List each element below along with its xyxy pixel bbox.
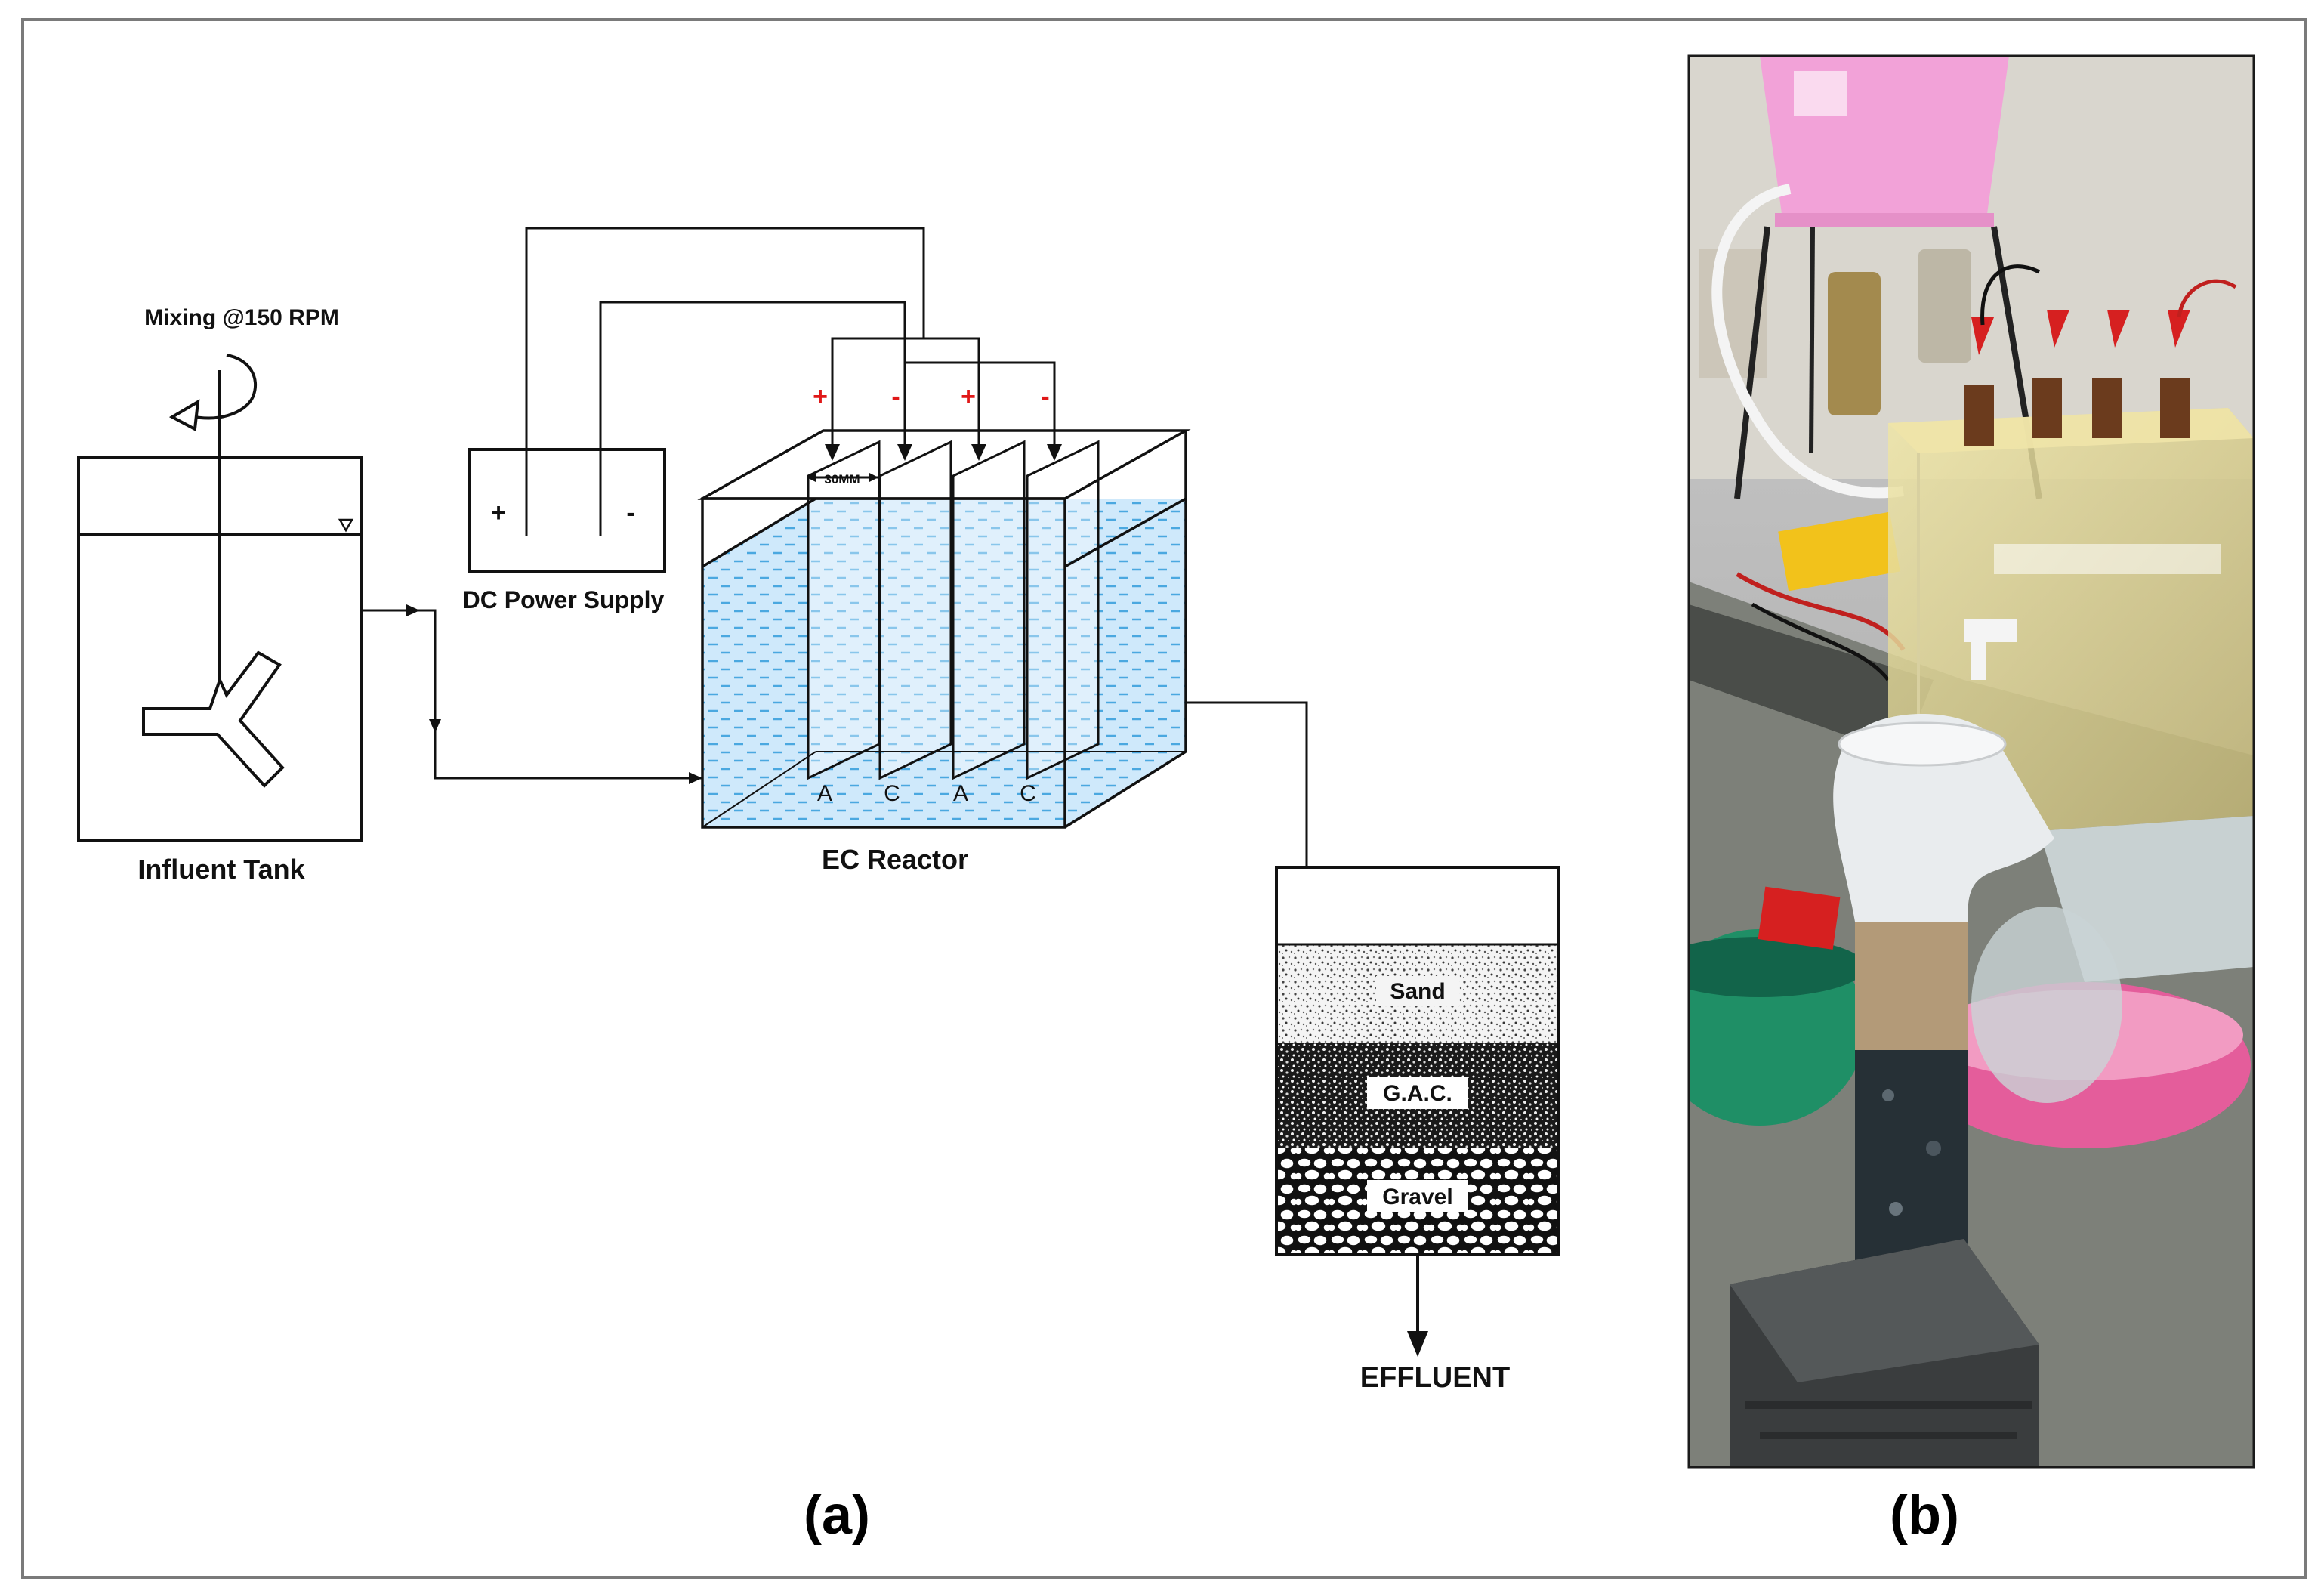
bottle-icon [1828, 272, 1881, 415]
sand-label-bg [1376, 976, 1459, 1006]
rotation-arrow-icon [188, 354, 258, 420]
dc-minus-terminal: - [626, 499, 634, 527]
multimeter-icon [1778, 511, 1900, 592]
electrode-label: A [953, 781, 968, 806]
panel-a-schematic: Mixing @150 RPM Influent Tank + - DC Pow… [77, 227, 1560, 1546]
photo-illustration [1689, 56, 2254, 1467]
filter-column: Sand G.A.C. Gravel [1275, 866, 1560, 1256]
dc-power-supply: + - [468, 448, 666, 573]
ec-reactor: 30MM A C A C [697, 429, 1191, 829]
electrode-label: C [1020, 781, 1036, 806]
electrode-label: C [884, 781, 900, 806]
reactor-outline [697, 429, 1191, 829]
bottle-icon [1918, 249, 1971, 363]
feed-tube [1711, 184, 1904, 499]
gac-label: G.A.C. [1383, 1081, 1452, 1106]
spacing-arrow-icon [869, 473, 878, 482]
spacing-label: 30MM [824, 472, 860, 487]
flow-arrow-icon [429, 719, 441, 733]
electrode-label: A [817, 781, 832, 806]
outlet-valve-icon [1964, 619, 2017, 642]
polarity-sign: + [961, 382, 976, 411]
gravel-label: Gravel [1382, 1185, 1452, 1209]
influent-pipe [361, 609, 702, 780]
panel-b-photo: (b) [1687, 54, 2255, 1546]
rotation-arrowhead-icon [168, 399, 200, 432]
filter-headspace [1276, 867, 1559, 944]
spacing-arrow-icon [807, 473, 816, 482]
wire-arrowheads [825, 444, 1062, 461]
flow-arrow-icon [689, 772, 702, 784]
reactor-outlet-pipe [1186, 701, 1308, 920]
photo-frame [1687, 54, 2255, 1469]
dc-power-label: DC Power Supply [463, 586, 665, 613]
influent-tank-label: Influent Tank [137, 854, 305, 885]
panel-b-label: (b) [1890, 1485, 1959, 1546]
photo-sand-layer [1855, 922, 1968, 1050]
photo-ec-tank [1888, 408, 2254, 831]
influent-tank [77, 370, 363, 842]
electrode-plates [807, 440, 1100, 780]
flow-arrow-icon [406, 604, 420, 616]
impeller-icon [142, 650, 285, 788]
sand-label: Sand [1390, 979, 1445, 1004]
dc-plus-terminal: + [491, 499, 506, 527]
panel-a-label: (a) [804, 1485, 870, 1546]
effluent-arrow-icon [1407, 1331, 1428, 1357]
ec-reactor-label: EC Reactor [822, 844, 968, 875]
gac-label-bg [1367, 1077, 1468, 1109]
polarity-sign: - [1041, 382, 1049, 411]
mixing-label: Mixing @150 RPM [144, 305, 339, 330]
water-level-icon [338, 518, 354, 533]
polarity-sign: - [891, 382, 900, 411]
effluent-label: EFFLUENT [1360, 1362, 1510, 1394]
gravel-label-bg [1367, 1180, 1468, 1212]
polarity-sign: + [813, 382, 828, 411]
reactor-water [702, 567, 1065, 827]
cloth-cover [1833, 714, 2054, 922]
